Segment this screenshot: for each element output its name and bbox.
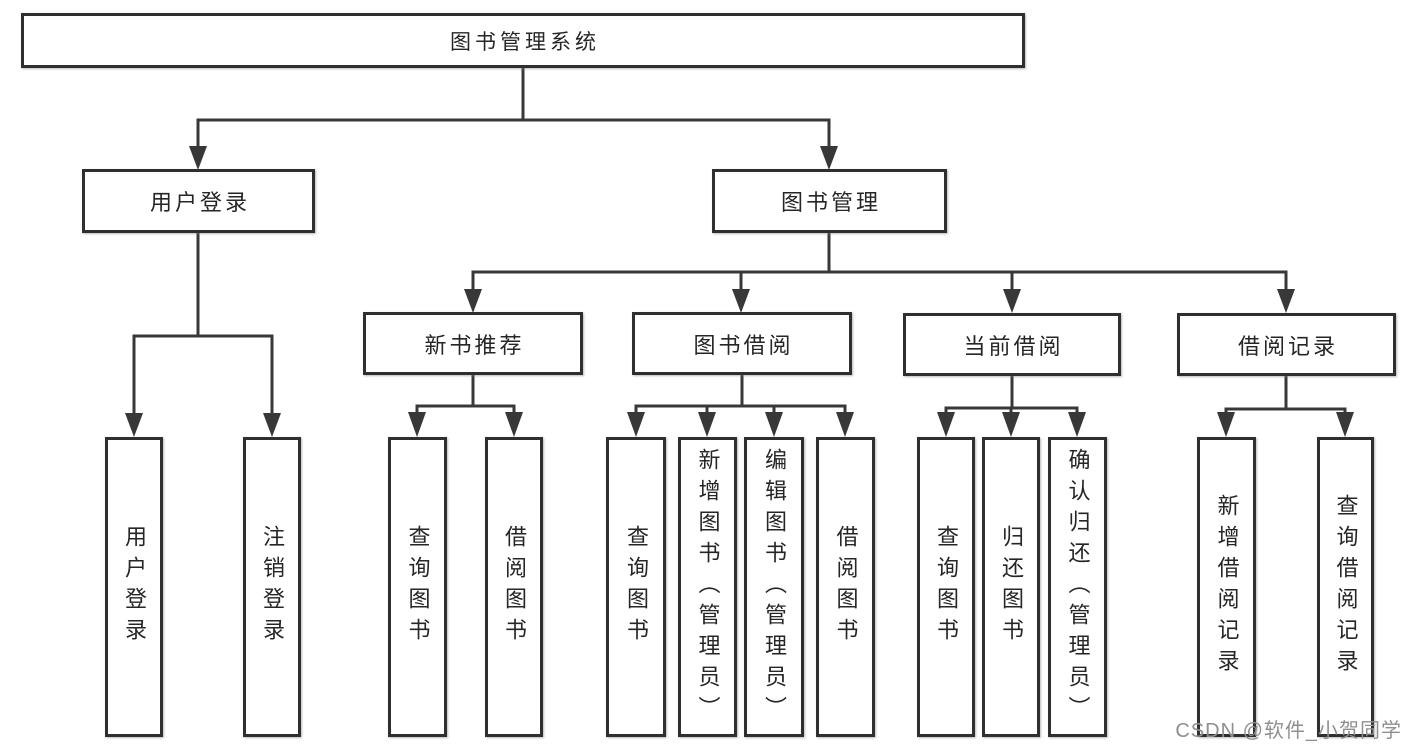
arrow-down-icon [1277, 289, 1295, 313]
leaf-query-books-borrow: 查询图书 [606, 437, 666, 737]
arrow-down-icon [1217, 412, 1235, 437]
leaf-label: 查询借阅记录 [1333, 494, 1359, 680]
arrow-down-icon [1336, 412, 1354, 437]
leaf-label: 编辑图书（管理员） [762, 447, 787, 727]
leaf-label: 新增图书（管理员） [695, 447, 721, 727]
node-label: 用户登录 [149, 190, 250, 215]
new-book-recommend-connector [408, 375, 523, 437]
arrow-down-icon [698, 412, 716, 437]
arrow-down-icon [408, 412, 426, 437]
node-label: 图书借阅 [693, 332, 794, 358]
node-root-library-system: 图书管理系统 [21, 13, 1025, 68]
arrow-down-icon [189, 146, 207, 170]
leaf-query-books-current: 查询图书 [917, 437, 975, 737]
node-label: 借阅记录 [1237, 333, 1338, 359]
leaf-borrow-books: 借阅图书 [816, 437, 875, 737]
node-label: 图书管理系统 [450, 30, 600, 54]
leaf-label: 新增借阅记录 [1214, 494, 1240, 680]
root-connector [189, 68, 838, 170]
node-current-borrow: 当前借阅 [903, 313, 1121, 376]
arrow-down-icon [765, 412, 783, 437]
arrow-down-icon [1002, 412, 1020, 437]
leaf-label: 确认归还（管理员） [1065, 447, 1091, 727]
arrow-down-icon [125, 413, 143, 437]
arrow-down-icon [1003, 289, 1021, 313]
leaf-label: 借阅图书 [833, 525, 859, 649]
leaf-add-borrow-record: 新增借阅记录 [1197, 437, 1256, 737]
node-book-management: 图书管理 [712, 169, 947, 233]
book-management-connector [464, 233, 1295, 313]
leaf-return-books: 归还图书 [982, 437, 1040, 737]
leaf-query-borrow-record: 查询借阅记录 [1317, 437, 1374, 737]
leaf-label: 查询图书 [624, 525, 649, 649]
leaf-label: 查询图书 [934, 525, 959, 649]
leaf-label: 归还图书 [999, 525, 1024, 649]
user-login-connector [125, 233, 281, 437]
leaf-label: 注销登录 [260, 525, 285, 649]
leaf-user-login: 用户登录 [105, 437, 163, 737]
leaf-edit-books-admin: 编辑图书（管理员） [744, 437, 804, 737]
node-label: 图书管理 [780, 190, 881, 215]
arrow-down-icon [263, 413, 281, 437]
arrow-down-icon [505, 412, 523, 437]
leaf-label: 借阅图书 [502, 525, 527, 649]
leaf-confirm-return-admin: 确认归还（管理员） [1048, 437, 1107, 737]
book-borrow-connector [627, 375, 854, 437]
node-user-login: 用户登录 [82, 169, 315, 233]
leaf-label: 用户登录 [122, 525, 147, 649]
arrow-down-icon [464, 289, 482, 313]
leaf-add-books-admin: 新增图书（管理员） [678, 437, 737, 737]
arrow-down-icon [627, 412, 645, 437]
leaf-borrow-books-recommend: 借阅图书 [485, 437, 543, 737]
current-borrow-connector [937, 376, 1086, 437]
arrow-down-icon [937, 412, 955, 437]
node-new-book-recommend: 新书推荐 [363, 312, 583, 375]
leaf-query-books-recommend: 查询图书 [388, 437, 447, 737]
node-label: 当前借阅 [963, 333, 1064, 359]
csdn-watermark: CSDN @软件_小贺同学 [1175, 720, 1402, 742]
arrow-down-icon [732, 289, 750, 313]
node-label: 新书推荐 [424, 332, 525, 358]
arrow-down-icon [1068, 412, 1086, 437]
leaf-label: 查询图书 [405, 525, 431, 649]
node-book-borrow: 图书借阅 [632, 312, 852, 375]
arrow-down-icon [836, 412, 854, 437]
arrow-down-icon [820, 146, 838, 170]
node-borrow-records: 借阅记录 [1177, 313, 1396, 376]
borrow-record-connector [1217, 376, 1354, 437]
leaf-logout: 注销登录 [243, 437, 301, 737]
